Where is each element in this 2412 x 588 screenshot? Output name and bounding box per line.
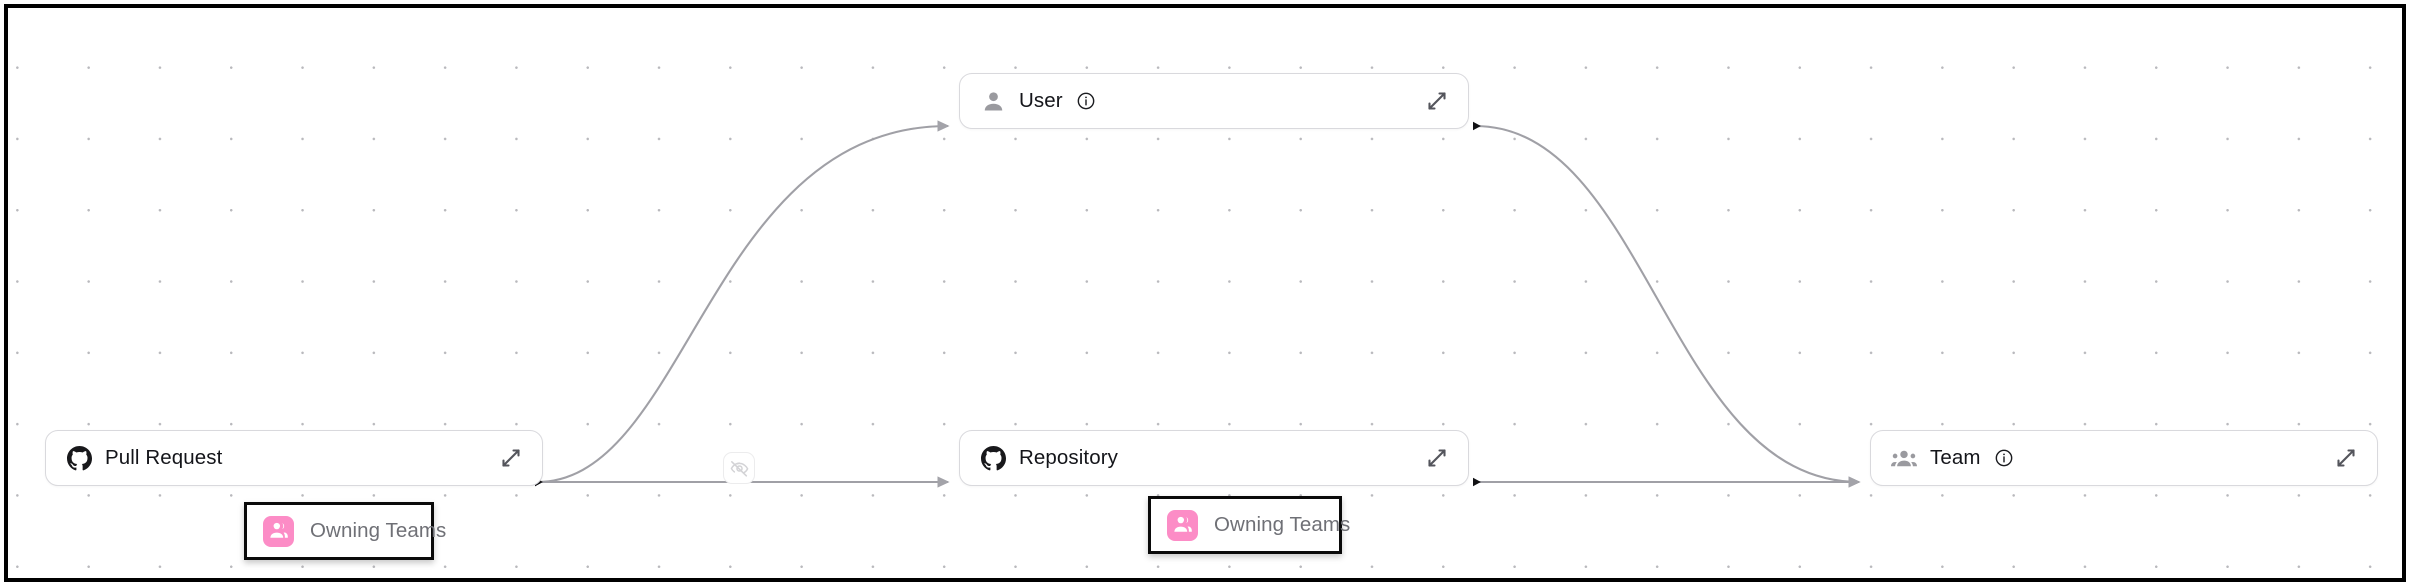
edge-user-to-team[interactable] [1472,121,1861,488]
node-user[interactable]: User [959,73,1469,129]
node-repository[interactable]: Repository [959,430,1469,486]
owning-teams-icon [1167,509,1198,541]
node-team[interactable]: Team [1870,430,2378,486]
node-label: User [1019,89,1063,112]
node-label: Repository [1019,446,1118,469]
edge-visibility-toggle[interactable] [723,452,755,484]
github-icon [66,445,92,471]
expand-diagonal-icon[interactable] [2333,445,2359,471]
expand-diagonal-icon[interactable] [1424,88,1450,114]
node-label: Pull Request [105,446,223,469]
badge-owning-teams-repository[interactable]: Owning Teams [1148,496,1350,554]
expand-diagonal-icon[interactable] [498,445,524,471]
people-group-icon [1891,445,1917,471]
info-circle-icon[interactable] [1076,91,1096,111]
eye-off-icon [730,460,748,477]
person-icon [980,88,1006,114]
edge-pull-request-to-user[interactable] [534,120,950,487]
badge-owning-teams-pull-request[interactable]: Owning Teams [244,502,446,560]
expand-diagonal-icon[interactable] [1424,445,1450,471]
github-icon [980,445,1006,471]
badge-label: Owning Teams [310,519,447,542]
owning-teams-icon [263,515,294,547]
node-label: Team [1930,446,1981,469]
node-pull-request[interactable]: Pull Request [45,430,543,486]
info-circle-icon[interactable] [1994,448,2014,468]
graph-canvas[interactable]: Pull Request User [4,4,2406,582]
badge-label: Owning Teams [1214,513,1351,536]
